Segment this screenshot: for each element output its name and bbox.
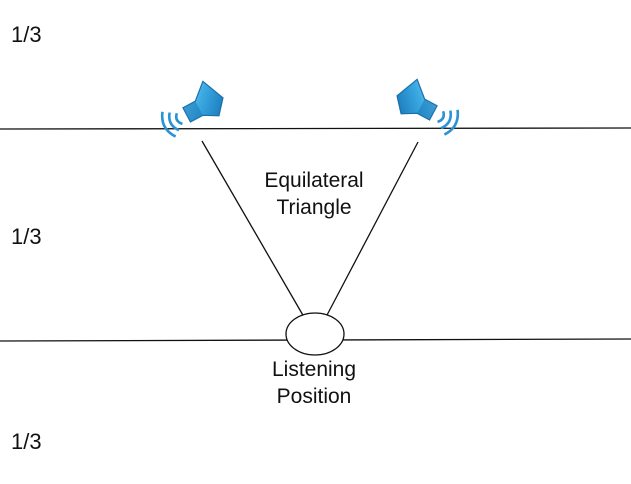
listening-label-line1: Listening — [271, 358, 357, 381]
left-speaker-icon — [160, 80, 224, 138]
listening-position-ellipse — [285, 312, 345, 356]
upper-division-line — [0, 127, 631, 130]
middle-third-label: 1/3 — [11, 224, 42, 249]
triangle-label-line1: Equilateral — [264, 169, 364, 192]
top-third-label: 1/3 — [11, 22, 42, 47]
listening-position-label: Listening Position — [244, 356, 384, 410]
listening-label-line2: Position — [276, 385, 352, 408]
bottom-third-label: 1/3 — [11, 429, 42, 454]
right-speaker-icon — [396, 78, 460, 136]
equilateral-triangle-label: Equilateral Triangle — [244, 167, 384, 221]
left-triangle-side — [201, 140, 305, 318]
right-triangle-side — [325, 141, 419, 318]
triangle-label-line2: Triangle — [276, 196, 352, 219]
